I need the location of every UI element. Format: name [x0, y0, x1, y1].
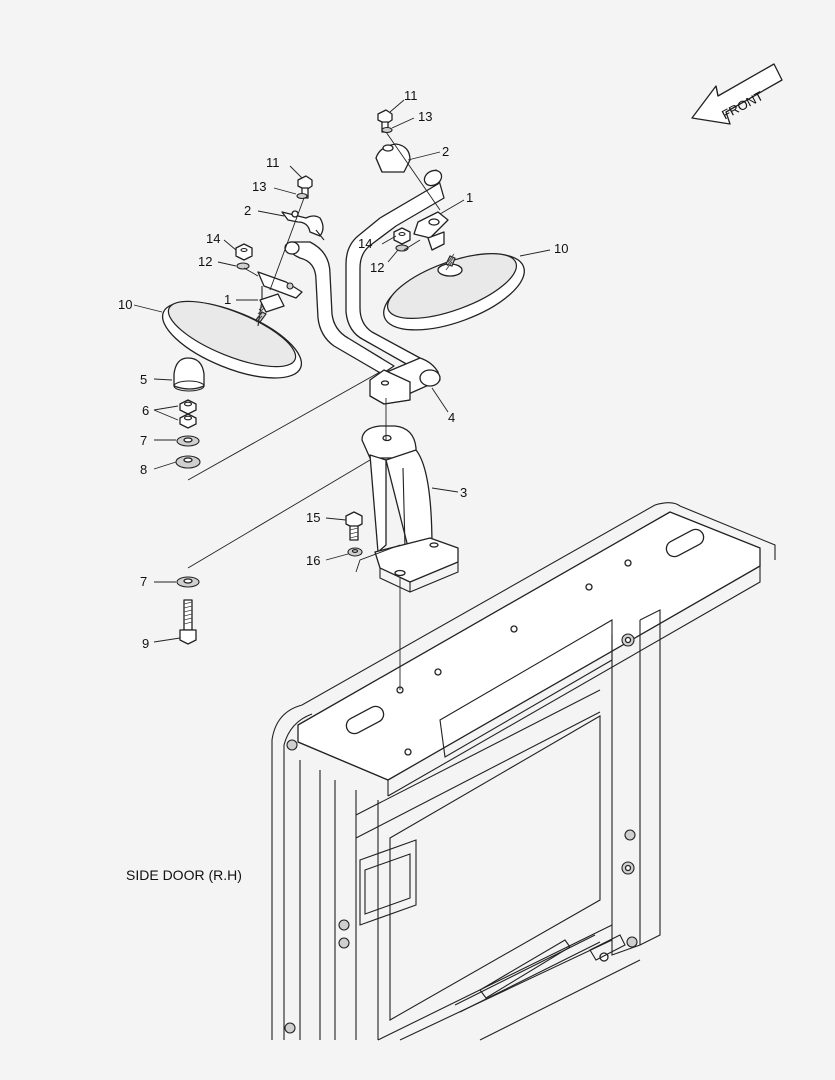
callout-4: 4	[448, 410, 455, 425]
lock-washer-13-right	[381, 126, 393, 134]
callout-7: 7	[140, 574, 147, 589]
washer-12-left	[236, 262, 250, 270]
callout-labels: 11 13 2 1 10 11 13 2 14 12 1 10 14 12 5 …	[118, 88, 568, 651]
callout-2: 2	[442, 144, 449, 159]
callout-12: 12	[370, 260, 384, 275]
callout-1: 1	[224, 292, 231, 307]
callout-7: 7	[140, 433, 147, 448]
diagram-caption: SIDE DOOR (R.H)	[126, 867, 242, 883]
clamp-right-1	[413, 211, 449, 251]
callout-14: 14	[206, 231, 220, 246]
washer-7-lower	[176, 576, 200, 588]
washer-7-upper	[176, 435, 200, 447]
callout-10: 10	[118, 297, 132, 312]
callout-11: 11	[404, 88, 418, 103]
mirror-left-10	[161, 299, 303, 379]
slot-left	[345, 705, 385, 735]
callout-15: 15	[306, 510, 320, 525]
callout-11: 11	[266, 155, 280, 170]
mirror-arm-4	[284, 169, 445, 405]
callout-5: 5	[140, 372, 147, 387]
clamp-right-2	[375, 143, 411, 173]
slot-right	[665, 528, 705, 558]
callout-leaders	[133, 99, 551, 643]
callout-8: 8	[140, 462, 147, 477]
rubber-pad-8	[175, 455, 201, 469]
callout-3: 3	[460, 485, 467, 500]
side-door-frame	[271, 502, 776, 1041]
nut-14-left	[235, 243, 253, 261]
nut-14-right	[393, 227, 411, 245]
lock-washer-13-left	[296, 192, 308, 200]
bolt-15	[345, 511, 363, 541]
callout-14: 14	[358, 236, 372, 251]
callout-16: 16	[306, 553, 320, 568]
callout-10: 10	[554, 241, 568, 256]
nuts-6	[179, 399, 197, 429]
clamp-left-1	[257, 271, 303, 313]
callout-2: 2	[244, 203, 251, 218]
cap-nut-5	[173, 357, 205, 392]
callout-6: 6	[142, 403, 149, 418]
bracket-3	[361, 425, 459, 593]
callout-13: 13	[418, 109, 432, 124]
washer-16	[347, 547, 363, 557]
callout-1: 1	[466, 190, 473, 205]
callout-12: 12	[198, 254, 212, 269]
callout-9: 9	[142, 636, 149, 651]
callout-13: 13	[252, 179, 266, 194]
mirror-right-10	[383, 253, 525, 331]
clamp-left-2	[281, 210, 325, 241]
